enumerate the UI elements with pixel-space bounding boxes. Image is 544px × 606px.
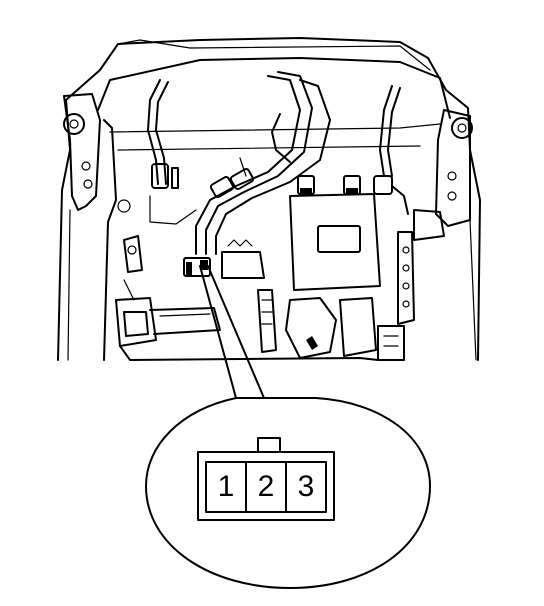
connector-pin-3-label: 3 <box>298 470 315 503</box>
central-wire-loops <box>195 71 331 255</box>
callout-circle <box>145 397 431 589</box>
right-side-bracket <box>397 109 477 361</box>
left-side-bracket <box>63 93 131 361</box>
connector-face-view: 1 2 3 <box>197 437 335 521</box>
connector-pin-2-label: 2 <box>258 470 275 503</box>
callout-leader <box>199 265 265 399</box>
control-module <box>289 175 381 291</box>
connector-pin-1-label: 1 <box>218 470 235 503</box>
lower-mechanism <box>115 235 405 361</box>
connector-housing <box>197 451 335 521</box>
left-wire-harness <box>147 79 197 225</box>
connector-latch <box>257 437 281 453</box>
right-wire-harness <box>373 85 409 215</box>
connector-pin-area <box>205 461 327 513</box>
